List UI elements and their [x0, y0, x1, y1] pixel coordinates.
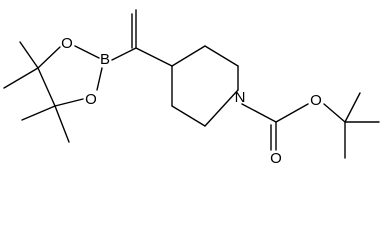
- atom-label-nitrogen: N: [235, 89, 246, 106]
- c-to-c-bond: [37, 67, 56, 107]
- o-bottom-to-boron-bond: [96, 67, 103, 91]
- piperidine-bond-4: [204, 89, 239, 127]
- n-to-carbonyl-bond: [241, 103, 277, 123]
- methyl-2a-bond: [21, 105, 56, 121]
- piperidine-bond-5: [171, 105, 206, 127]
- piperidine-bond-2: [204, 45, 239, 67]
- piperidine-bond-1: [171, 45, 206, 67]
- atom-label-oxygen-top: O: [61, 35, 73, 52]
- methyl-1b-bond: [19, 41, 39, 69]
- structure-diagram: B O O N O O: [3, 9, 380, 167]
- carbonyl-to-ester-o-bond: [275, 103, 309, 123]
- o-top-to-c-bond: [37, 46, 61, 69]
- atom-labels: B O O N O O: [61, 35, 322, 167]
- c-to-o-bottom-bond: [54, 98, 84, 107]
- c-vinyl-to-ring-bond: [135, 47, 173, 67]
- boron-to-o-top-bond: [74, 45, 100, 59]
- bond-lines: [3, 9, 380, 159]
- methyl-1a-bond: [3, 67, 39, 89]
- c-vinyl-to-boron-bond: [111, 47, 137, 61]
- atom-label-oxygen-bottom: O: [85, 91, 97, 108]
- atom-label-boron: B: [100, 51, 110, 68]
- atom-label-oxygen-ester: O: [310, 92, 322, 109]
- methyl-2b-bond: [54, 105, 70, 143]
- atom-label-oxygen-carbonyl: O: [270, 150, 282, 167]
- ester-o-to-tbutyl-bond: [323, 103, 346, 123]
- tbutyl-methyl-3-bond: [344, 92, 361, 123]
